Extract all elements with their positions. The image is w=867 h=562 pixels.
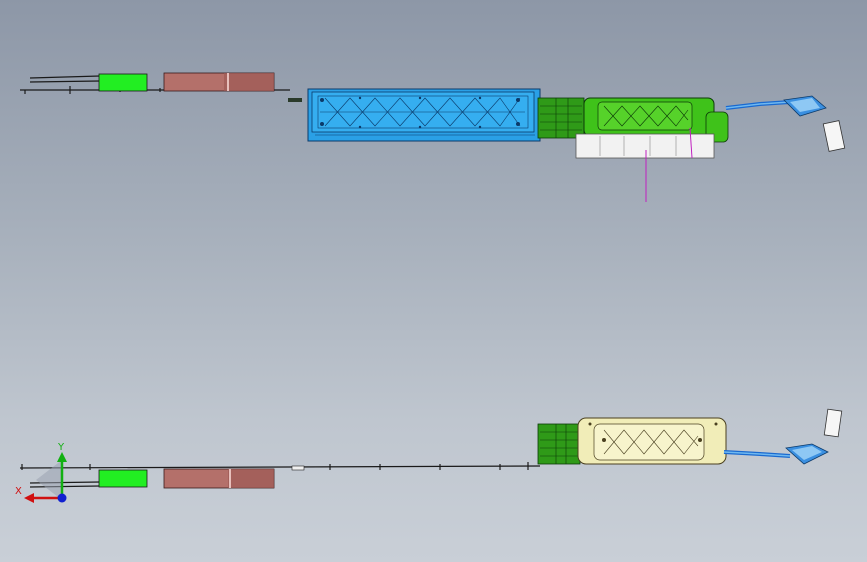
top-brown-block: [163, 72, 275, 92]
y-axis-label: Y: [58, 442, 65, 453]
top-white-card: [822, 120, 846, 152]
white-base-part[interactable]: [575, 133, 715, 159]
y-axis-arrowhead: [57, 452, 67, 462]
top-small-connector: [288, 98, 302, 102]
top-blue-cable[interactable]: [725, 95, 827, 117]
bottom-small-connector: [291, 465, 305, 471]
bottom-brown-block: [163, 468, 275, 489]
blue-housing[interactable]: [307, 88, 541, 142]
bottom-blue-cable[interactable]: [723, 443, 829, 465]
green-motor-assembly[interactable]: [537, 97, 729, 143]
z-axis-dot: [57, 493, 67, 503]
magenta-reference-lines: [645, 127, 693, 202]
yellow-housing[interactable]: [577, 417, 727, 465]
bottom-green-block: [98, 469, 148, 488]
x-axis-arrowhead: [24, 493, 34, 503]
x-axis-label: X: [15, 486, 22, 497]
coordinate-triad: [24, 452, 67, 503]
bottom-assembly[interactable]: [19, 408, 843, 489]
bottom-white-card: [823, 408, 843, 438]
bottom-rail: [19, 462, 541, 488]
top-assembly[interactable]: [20, 72, 846, 202]
top-green-block: [98, 73, 148, 92]
bottom-green-motor[interactable]: [537, 423, 581, 465]
